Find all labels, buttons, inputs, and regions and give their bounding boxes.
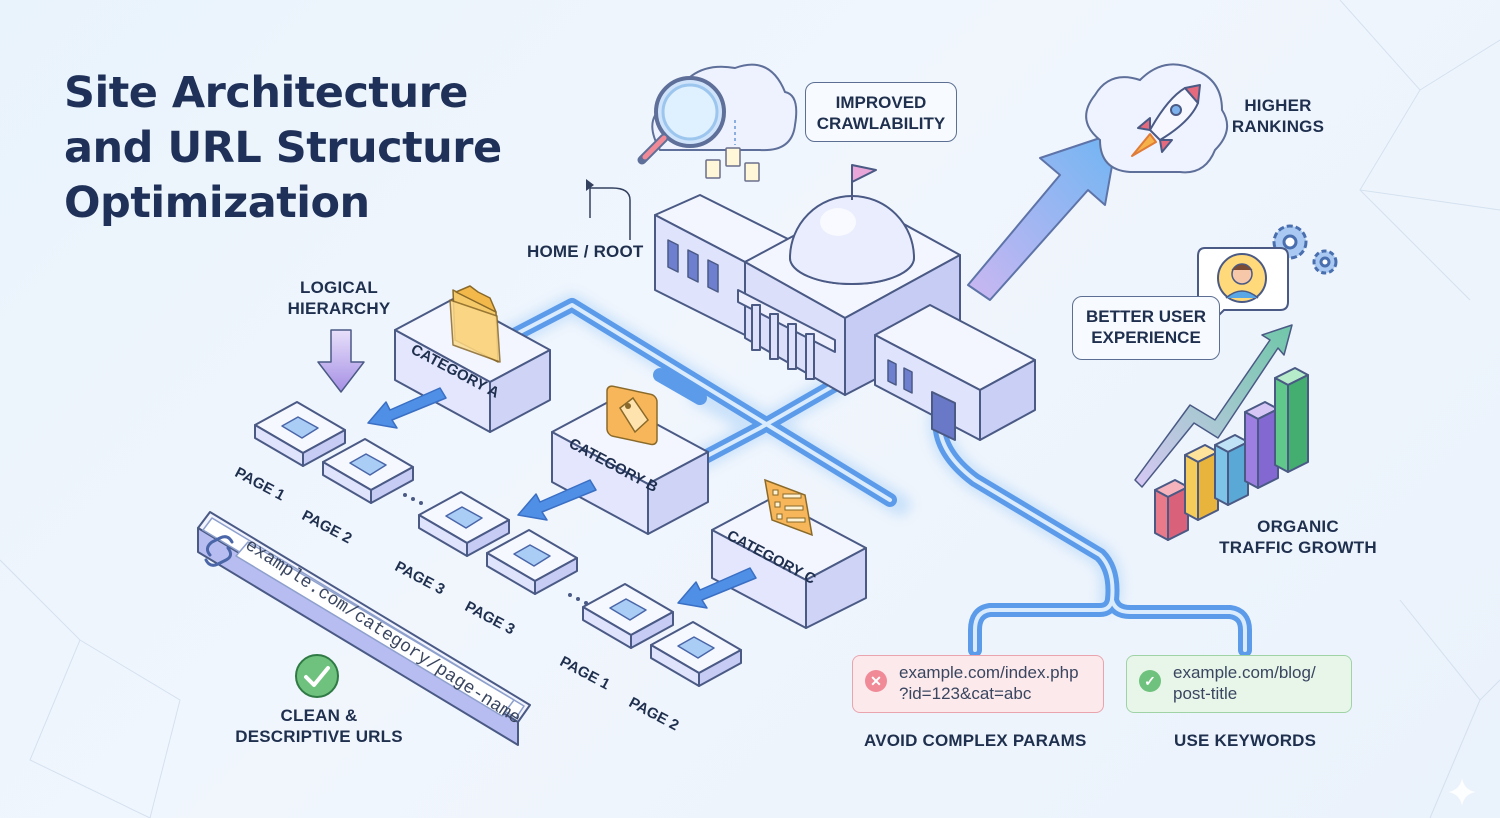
bad-url-line-1: example.com/index.php xyxy=(899,663,1079,682)
page-tile xyxy=(322,438,414,504)
home-building xyxy=(654,164,1036,441)
connection-paths xyxy=(484,294,1252,657)
document-icon xyxy=(349,453,387,476)
title-line-1: Site Architecture xyxy=(64,68,468,118)
bad-url-line-2: ?id=123&cat=abc xyxy=(899,684,1032,703)
category-a-block xyxy=(394,297,551,433)
title-line-3: Optimization xyxy=(64,178,370,228)
page-tile xyxy=(254,401,346,467)
logical-hierarchy-line-1: LOGICAL xyxy=(300,278,378,297)
crawlability-line-2: CRAWLABILITY xyxy=(816,114,946,133)
document-icon xyxy=(677,636,715,659)
page-tile xyxy=(486,529,578,595)
organic-traffic-line-2: TRAFFIC GROWTH xyxy=(1219,538,1377,557)
page-tiles xyxy=(254,401,742,687)
user-experience-line-2: EXPERIENCE xyxy=(1091,328,1201,347)
tag-icon xyxy=(606,385,658,446)
list-icon xyxy=(764,478,813,537)
category-c-block xyxy=(711,497,867,629)
avatar-bubble xyxy=(1197,247,1289,325)
crawlability-line-1: IMPROVED xyxy=(835,93,927,112)
user-experience-line-1: BETTER USER xyxy=(1086,307,1206,326)
page-title: Site Architecture and URL Structure Opti… xyxy=(64,66,502,231)
branch-arrows xyxy=(367,387,757,609)
higher-rankings-line-1: HIGHER xyxy=(1244,96,1312,115)
good-url-line-1: example.com/blog/ xyxy=(1173,663,1316,682)
clean-urls-line-2: DESCRIPTIVE URLS xyxy=(235,727,403,746)
address-bar xyxy=(197,511,531,746)
organic-traffic-label: ORGANIC TRAFFIC GROWTH xyxy=(1218,516,1378,558)
hierarchy-arrow-icon xyxy=(317,329,365,393)
organic-traffic-line-1: ORGANIC xyxy=(1257,517,1339,536)
logical-hierarchy-line-2: HIERARCHY xyxy=(287,299,391,318)
category-b-block xyxy=(551,399,709,535)
clean-url-check-icon xyxy=(295,654,339,698)
document-icon xyxy=(513,544,551,567)
use-keywords-label: USE KEYWORDS xyxy=(1174,731,1317,750)
good-url-box: ✓ example.com/blog/ post-title xyxy=(1126,655,1352,713)
higher-rankings-line-2: RANKINGS xyxy=(1231,117,1325,136)
page-tile xyxy=(650,621,742,687)
title-line-2: and URL Structure xyxy=(64,123,502,173)
home-root-pointer xyxy=(589,187,631,240)
avoid-params-label: AVOID COMPLEX PARAMS xyxy=(864,731,1087,750)
good-url-line-2: post-title xyxy=(1173,684,1238,703)
higher-rankings-label: HIGHER RANKINGS xyxy=(1228,95,1328,137)
clean-urls-line-1: CLEAN & xyxy=(280,706,358,725)
sparkle-icon xyxy=(1448,778,1476,806)
bar-chart-icon xyxy=(1154,367,1309,541)
user-experience-callout: BETTER USER EXPERIENCE xyxy=(1072,296,1220,360)
crawlability-callout: IMPROVED CRAWLABILITY xyxy=(805,82,957,142)
ellipsis-dots xyxy=(403,493,588,605)
document-icon xyxy=(445,506,483,529)
bad-url-box: ✕ example.com/index.php ?id=123&cat=abc xyxy=(852,655,1104,713)
clean-urls-label: CLEAN & DESCRIPTIVE URLS xyxy=(232,705,406,747)
growth-arrow xyxy=(967,131,1119,301)
trend-arrow xyxy=(1134,324,1293,488)
check-icon: ✓ xyxy=(1139,670,1161,692)
document-icon xyxy=(609,598,647,621)
document-icon xyxy=(281,416,319,439)
link-icon xyxy=(204,535,234,567)
folder-icon xyxy=(449,285,501,363)
page-tile xyxy=(418,491,510,557)
magnifier-icon xyxy=(637,76,726,165)
x-icon: ✕ xyxy=(865,670,887,692)
logical-hierarchy-label: LOGICAL HIERARCHY xyxy=(284,277,394,319)
page-tile xyxy=(582,583,674,649)
rocket-icon xyxy=(1131,84,1201,157)
document-icon xyxy=(705,147,760,182)
home-root-label: HOME / ROOT xyxy=(527,242,644,261)
